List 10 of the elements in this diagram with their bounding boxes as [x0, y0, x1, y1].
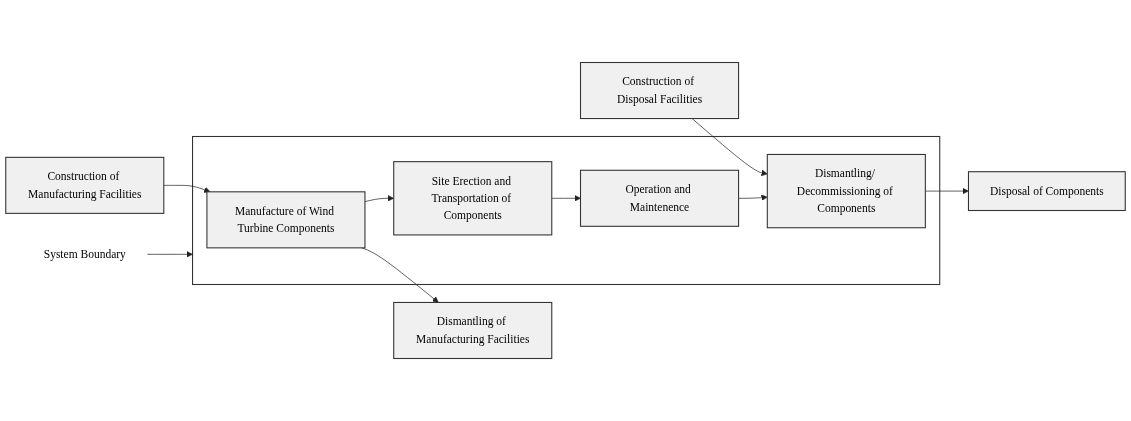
node-box: Construction of Disposal Facilities — [579, 61, 740, 120]
node-box: Dismantling of Manufacturing Facilities — [393, 301, 553, 360]
node-box: Construction of Manufacturing Facilities — [5, 156, 165, 214]
node-box: Manufacture of Wind Turbine Components — [206, 191, 366, 249]
node-box: Operation and Maintenence — [579, 169, 740, 227]
cluster — [192, 135, 941, 286]
node-text: System Boundary — [43, 247, 126, 261]
node-box: Disposal of Components — [967, 171, 1126, 212]
node-box: Site Erection and Transportation of Components — [393, 161, 553, 236]
node-box: Dismantling/ Decommissioning of Components — [766, 153, 926, 229]
